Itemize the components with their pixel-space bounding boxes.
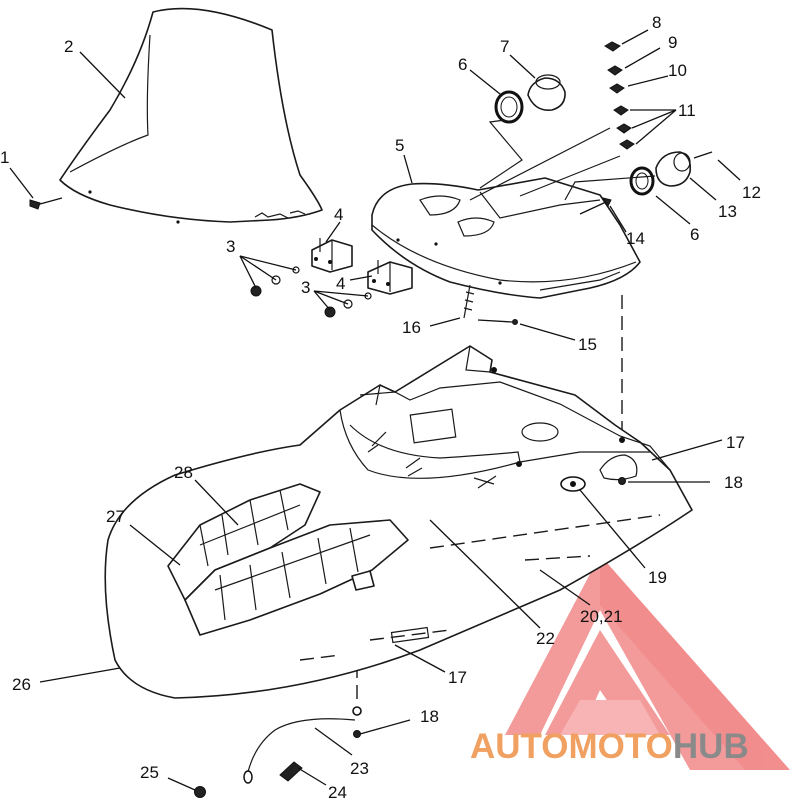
svg-text:AUTOMOTOHUB: AUTOMOTOHUB — [470, 727, 749, 766]
callout-1: 1 — [0, 148, 9, 167]
watermark-part-hub: HUB — [673, 727, 749, 766]
gauge-bezel-left — [494, 90, 524, 124]
callout-22: 22 — [536, 629, 555, 648]
callout-2: 2 — [64, 37, 73, 56]
callout-17: 17 — [448, 668, 467, 687]
hood-retaining-cable — [243, 718, 356, 784]
watermark-text: AUTOMOTOHUB — [470, 727, 749, 766]
callout-7: 7 — [500, 37, 509, 56]
screw-14 — [579, 197, 612, 215]
windshield-screw — [29, 197, 63, 210]
screw-15 — [477, 319, 518, 325]
callout-8: 8 — [652, 13, 661, 32]
callout-16: 16 — [402, 318, 421, 337]
bracket-hardware-upper — [250, 266, 300, 297]
callout-11: 11 — [678, 101, 696, 120]
callout-15: 15 — [578, 335, 597, 354]
callout-18: 18 — [420, 707, 439, 726]
callout-26: 26 — [12, 675, 31, 694]
callout-9: 9 — [668, 33, 677, 52]
dash-console — [371, 177, 641, 299]
mounting-bracket-upper — [311, 238, 353, 273]
callout-19: 19 — [648, 568, 667, 587]
callout-labels: 1 2 3 3 4 4 5 6 6 7 8 9 10 11 12 13 14 1… — [0, 13, 761, 802]
callout-4: 4 — [336, 274, 345, 293]
gauge-tachometer — [655, 151, 692, 187]
callout-13: 13 — [718, 202, 737, 221]
callout-6: 6 — [690, 225, 699, 244]
bracket-hardware-lower — [324, 292, 372, 318]
callout-17: 17 — [726, 433, 745, 452]
callout-27: 27 — [106, 507, 125, 526]
callout-25: 25 — [140, 763, 159, 782]
gauge-bezel-right — [629, 166, 655, 196]
callout-4: 4 — [334, 205, 343, 224]
callout-10: 10 — [668, 61, 687, 80]
callout-3: 3 — [301, 278, 310, 297]
gauge-speedometer — [527, 74, 566, 112]
callout-20-21: 20,21 — [580, 607, 623, 626]
watermark-part-moto: MOTO — [569, 727, 673, 766]
callout-14: 14 — [626, 229, 645, 248]
callout-6: 6 — [458, 55, 467, 74]
bolt-24 — [279, 761, 303, 782]
fastener-18-lower — [352, 706, 362, 738]
callout-5: 5 — [395, 136, 404, 155]
windshield — [59, 7, 323, 224]
fastener-18-upper — [618, 477, 626, 485]
callout-23: 23 — [350, 759, 369, 778]
nut-25 — [194, 786, 206, 798]
screw-16 — [463, 284, 475, 319]
leader-lines — [9, 29, 741, 791]
mounting-bracket-lower — [367, 260, 413, 295]
watermark-part-auto: AUTO — [470, 727, 569, 766]
callout-28: 28 — [174, 463, 193, 482]
callout-12: 12 — [742, 183, 761, 202]
callout-18: 18 — [724, 473, 743, 492]
vent-grilles — [167, 483, 430, 644]
indicator-lights — [604, 41, 635, 150]
callout-24: 24 — [328, 783, 347, 802]
watermark-logo-icon — [505, 555, 790, 770]
callout-3: 3 — [226, 237, 235, 256]
